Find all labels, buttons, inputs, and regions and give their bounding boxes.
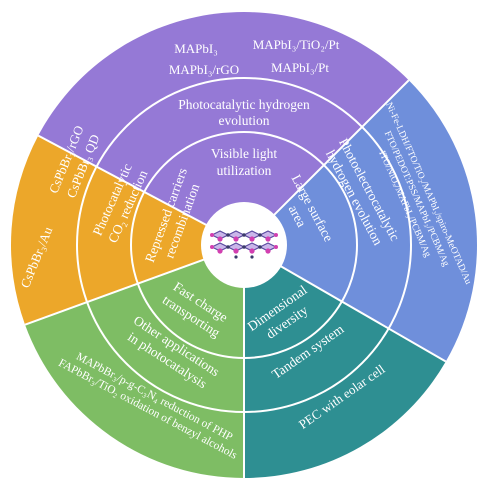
perovskite-structure-icon	[210, 230, 278, 260]
top-outer-line-2: MAPbI₃/TiO₂/Pt	[253, 37, 340, 52]
sector-top-purple	[38, 11, 409, 246]
sector-bottom-right-teal	[244, 245, 446, 478]
top-mid-line-1: Photocatalytic hydrogen	[178, 97, 310, 112]
sector-right-blue	[244, 80, 478, 362]
sector-left-orange	[10, 135, 245, 325]
top-outer-labels: MAPbI₃ MAPbI₃/TiO₂/Pt MAPbI₃/rGO MAPbI₃/…	[169, 37, 340, 77]
top-inner-labels: Visible light utilization	[211, 146, 278, 178]
top-outer-line-1: MAPbI₃	[174, 41, 218, 56]
top-mid-line-2: evolution	[219, 113, 270, 128]
top-outer-line-4: MAPbI₃/Pt	[271, 60, 329, 75]
top-inner-line-2: utilization	[217, 163, 272, 178]
top-outer-line-3: MAPbI₃/rGO	[169, 62, 239, 77]
sector-bottom-left-green	[25, 245, 244, 478]
top-inner-line-1: Visible light	[211, 146, 278, 161]
top-mid-labels: Photocatalytic hydrogen evolution	[178, 97, 310, 128]
